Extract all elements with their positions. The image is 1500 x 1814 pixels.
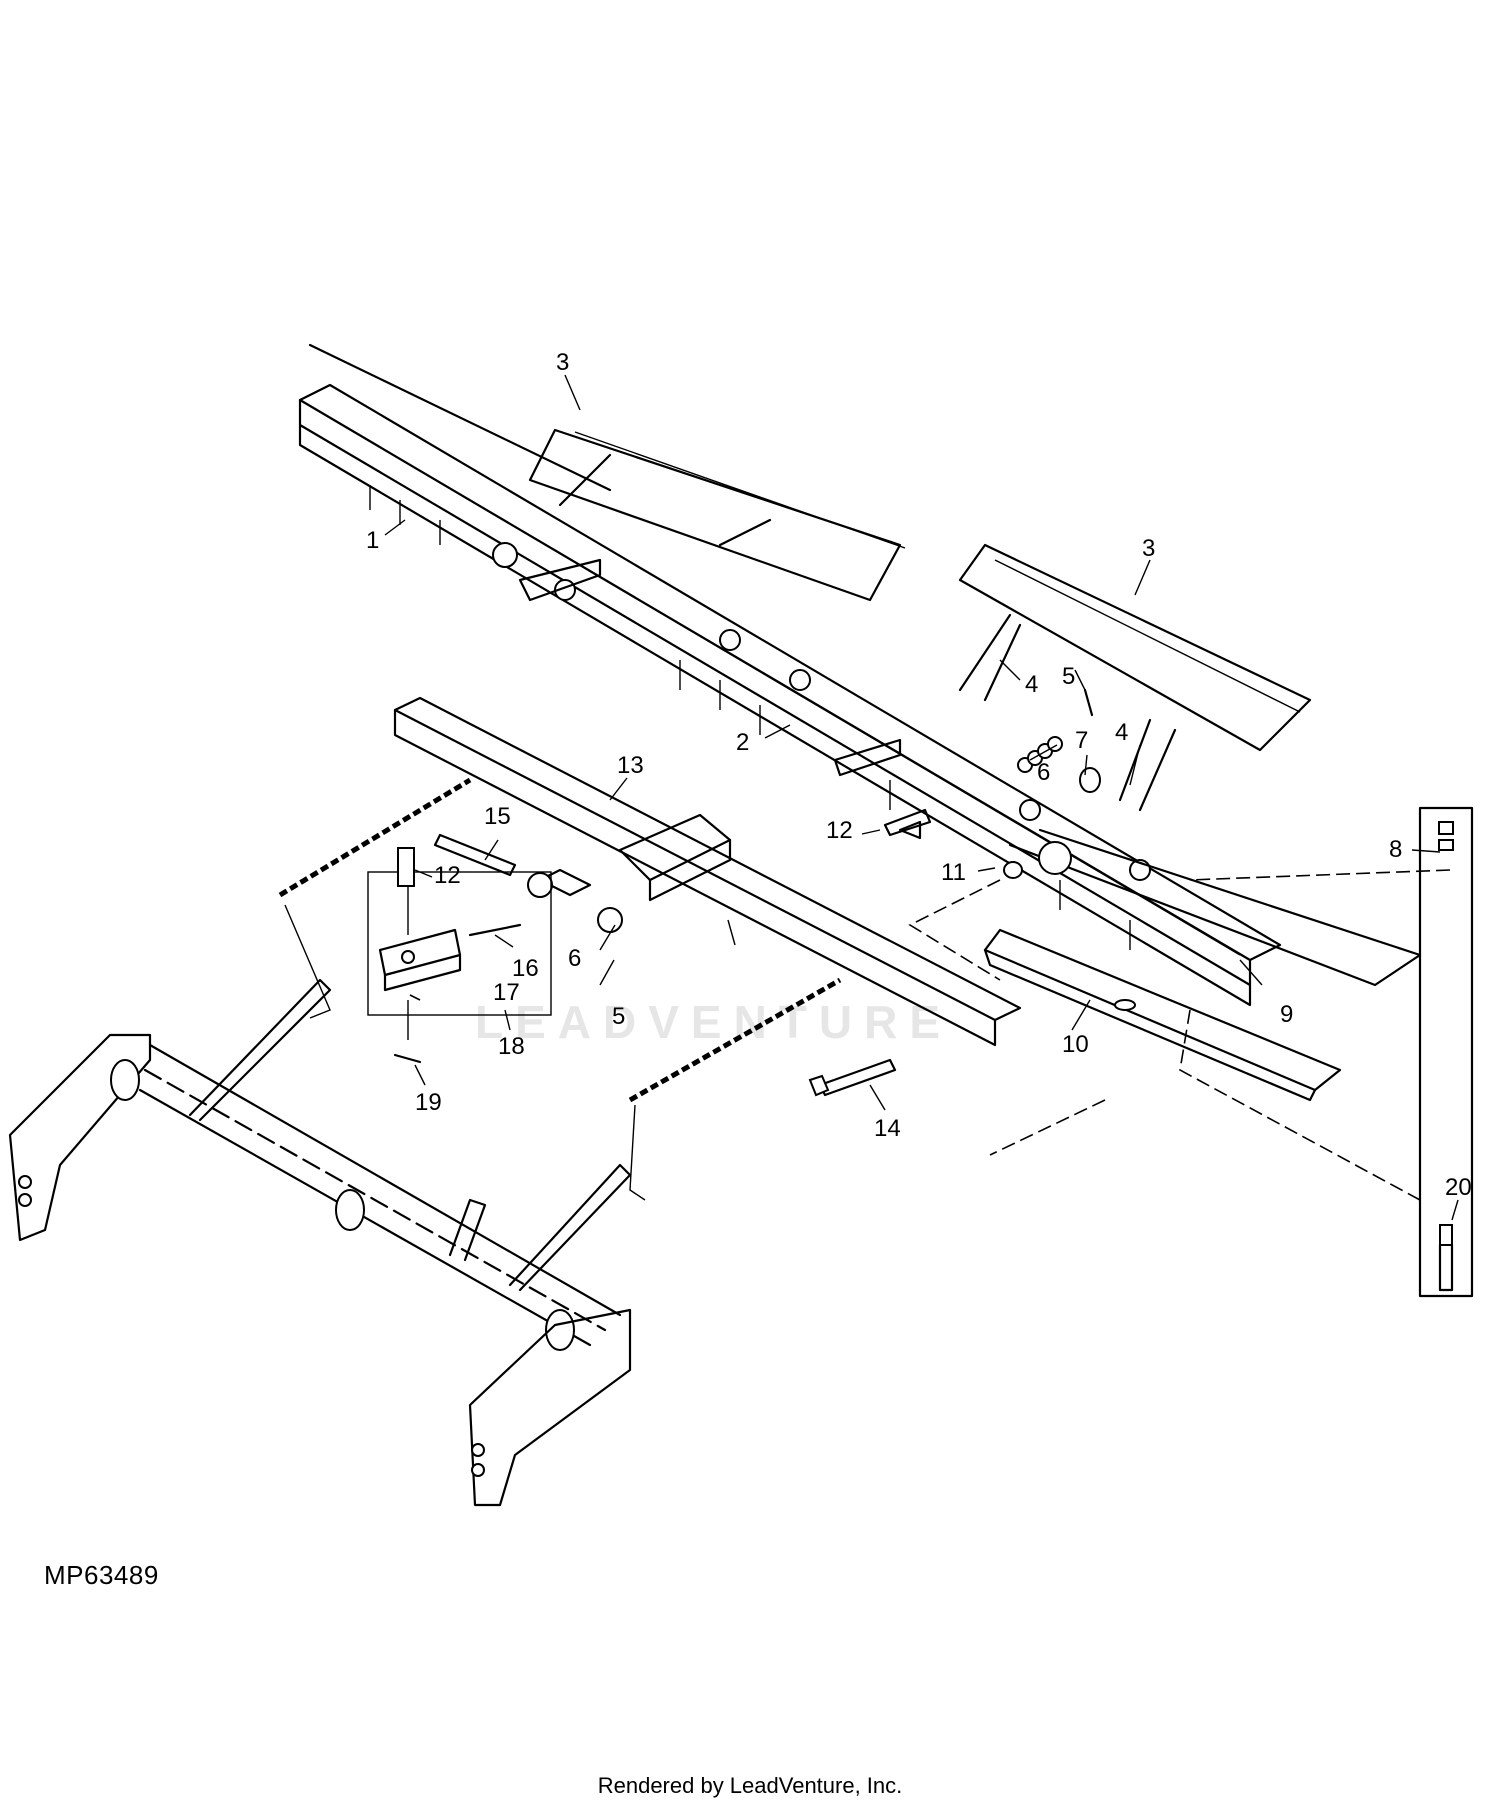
callout-19: 19: [415, 1089, 442, 1116]
callout-6a: 6: [1037, 759, 1050, 786]
lower-hitch: [8, 978, 632, 1507]
callout-9: 9: [1280, 1001, 1293, 1028]
callout-3b: 3: [1142, 535, 1155, 562]
callout-7: 7: [1075, 727, 1088, 754]
watermark: LEADVENTURE: [475, 996, 953, 1048]
callout-4b: 4: [1115, 719, 1128, 746]
footer-credit: Rendered by LeadVenture, Inc.: [597, 1773, 903, 1798]
callout-5b: 5: [612, 1003, 625, 1030]
hardware-strip: [1418, 806, 1474, 1298]
assembly-lines: [409, 869, 1451, 1201]
callout-20: 20: [1445, 1174, 1472, 1201]
chains: [278, 777, 842, 1201]
callout-4a: 4: [1025, 671, 1038, 698]
callout-3a: 3: [556, 349, 569, 376]
pivot-detail: [367, 871, 552, 1040]
callout-13: 13: [617, 752, 644, 779]
loose-pins: [393, 808, 932, 1064]
callout-11: 11: [941, 859, 966, 886]
spreader-bar: [983, 928, 1342, 1102]
callout-5a: 5: [1062, 663, 1075, 690]
figure-id: MP63489: [44, 1560, 159, 1590]
callout-17: 17: [493, 979, 520, 1006]
callout-12a: 12: [826, 817, 853, 844]
callout-12b: 12: [434, 862, 461, 889]
callout-1: 1: [366, 527, 379, 554]
callout-14: 14: [874, 1115, 901, 1142]
leveling-board-right: [958, 543, 1422, 987]
callout-16: 16: [512, 955, 539, 982]
leveling-board-left: [308, 343, 906, 602]
callout-15: 15: [484, 803, 511, 830]
callout-6b: 6: [568, 945, 581, 972]
callout-2: 2: [736, 729, 749, 756]
callout-10: 10: [1062, 1031, 1089, 1058]
callout-8: 8: [1389, 836, 1402, 863]
hitch-bolt: [808, 1058, 897, 1097]
hitch-beam: [393, 696, 1022, 1047]
hardware-right: [898, 688, 1101, 879]
rear-frame: [298, 383, 1282, 1007]
callouts: 1 2 3 3 4 4 5 5 6 6 7 8 9 10 11 12 12 13…: [366, 349, 1472, 1201]
callout-18: 18: [498, 1033, 525, 1060]
leader-lines: [384, 374, 1459, 1221]
